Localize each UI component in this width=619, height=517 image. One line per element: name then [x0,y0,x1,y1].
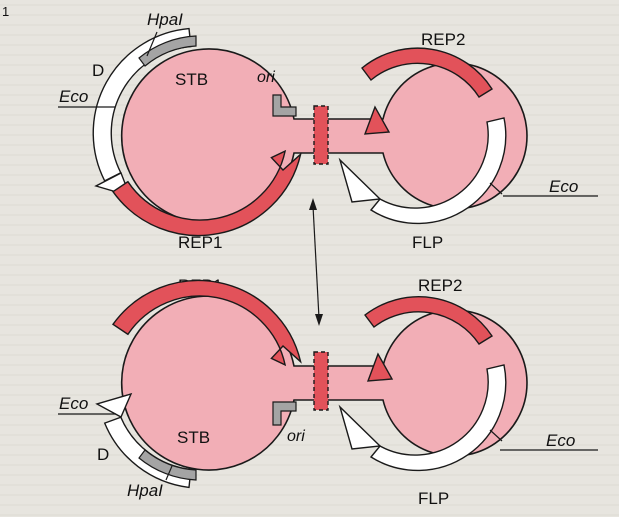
top-flp-label: FLP [412,233,443,252]
top-ori-box [314,106,328,164]
top-eco-left-label: Eco [59,87,88,106]
top-stb-label: STB [175,70,208,89]
top-rep2-label: REP2 [421,30,465,49]
bottom-stb-label: STB [177,428,210,447]
top-rep1-label: REP1 [178,233,222,252]
panel-number: 1 [2,4,9,19]
bottom-flp-label: FLP [418,489,449,508]
bottom-eco-right-label: Eco [546,431,575,450]
top-ori-label: ori [257,69,275,86]
bottom-eco-left-label: Eco [59,394,88,413]
bottom-ori-box [314,352,328,410]
bottom-hpai-label: HpaI [127,481,163,500]
top-d-label: D [92,61,104,80]
bottom-rep2-label: REP2 [418,276,462,295]
top-hpai-label: HpaI [147,10,183,29]
bottom-d-label: D [97,445,109,464]
top-eco-right-label: Eco [549,177,578,196]
bottom-ori-label: ori [287,428,305,445]
